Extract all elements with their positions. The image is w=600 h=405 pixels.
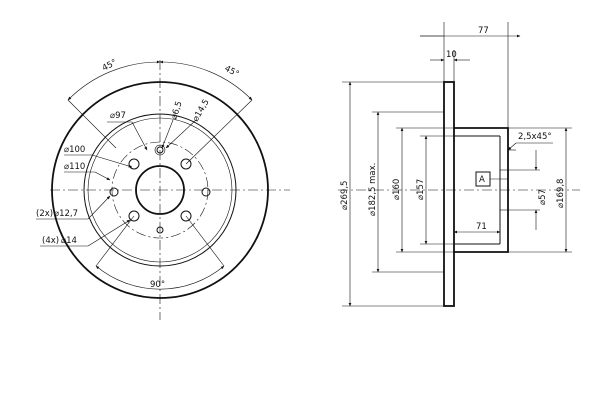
- dim-14: ⌀14: [61, 236, 77, 246]
- friction-ring: [443, 81, 455, 307]
- dim-157: ⌀157: [416, 179, 426, 200]
- bolt-hole: [128, 210, 140, 222]
- count-14: (4x): [42, 236, 59, 246]
- radial-line: [67, 99, 117, 149]
- angle-arc-left: [67, 60, 161, 101]
- dim-269-5: ⌀269,5: [340, 181, 350, 210]
- threaded-hole-outer: [154, 144, 166, 156]
- small-hole: [109, 187, 119, 197]
- front-view: 45° 45° 90° ⌀97 ⌀100 ⌀110 ⌀6,5 ⌀14,5 (2x…: [36, 58, 290, 320]
- leader: [94, 171, 111, 181]
- angle-arc-right: [159, 60, 253, 101]
- bolt-hole: [128, 158, 140, 170]
- dim-110: ⌀110: [64, 162, 85, 172]
- threaded-hole: [156, 226, 164, 234]
- angle-label-bottom: 90°: [150, 280, 165, 290]
- angle-label-right: 45°: [223, 64, 241, 80]
- small-hole: [201, 187, 211, 197]
- leader: [161, 119, 174, 149]
- dim-12-7: ⌀12,7: [54, 209, 78, 219]
- leader: [87, 219, 131, 247]
- dim-100: ⌀100: [64, 145, 85, 155]
- dim-160: ⌀160: [392, 179, 402, 200]
- dim-57: ⌀57: [538, 189, 548, 205]
- radial-line: [95, 215, 135, 267]
- threaded-hole: [156, 146, 164, 154]
- datum-label: A: [479, 175, 485, 185]
- bolt-hole: [180, 158, 192, 170]
- dim-71: 71: [476, 222, 487, 232]
- hat-outline: [454, 127, 509, 253]
- leader: [87, 195, 111, 220]
- leader: [131, 121, 148, 151]
- leader: [165, 119, 197, 149]
- leader: [91, 154, 133, 168]
- radial-line: [185, 215, 225, 267]
- dim-97: ⌀97: [110, 111, 126, 121]
- dim-169-8: ⌀169,8: [556, 179, 566, 208]
- dim-chamfer: 2,5x45°: [518, 132, 552, 142]
- center-bore: [135, 165, 185, 215]
- count-12-7: (2x): [36, 209, 53, 219]
- leader: [507, 142, 517, 151]
- angle-label-left: 45°: [101, 58, 119, 74]
- side-view: 77 10 2,5x45° ⌀269,5 ⌀182,5 max. ⌀160 ⌀1…: [338, 22, 580, 307]
- radial-line: [185, 99, 253, 165]
- hat-inner-circle: [87, 117, 233, 263]
- dim-14-5: ⌀14,5: [191, 98, 212, 124]
- bolt-hole: [180, 210, 192, 222]
- dim-10: 10: [446, 50, 457, 60]
- angle-arc-bottom: [95, 265, 225, 290]
- bolt-circle: [111, 141, 209, 239]
- dim-77: 77: [478, 26, 489, 36]
- dim-182-5: ⌀182,5 max.: [368, 163, 378, 216]
